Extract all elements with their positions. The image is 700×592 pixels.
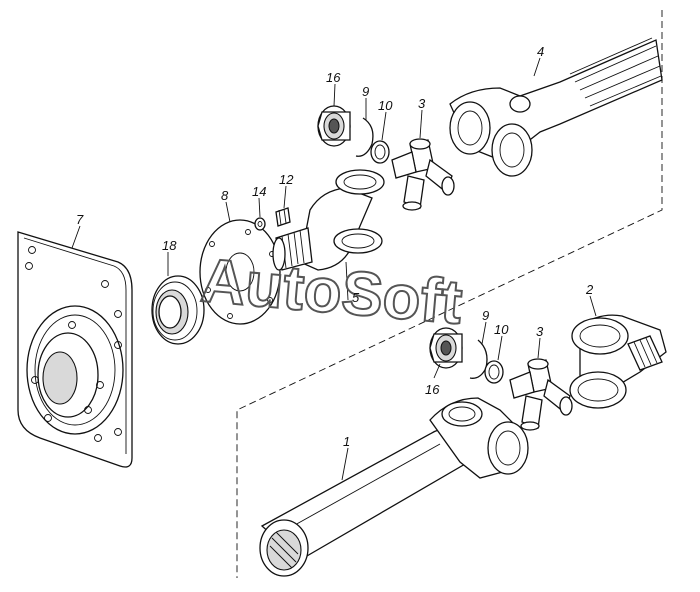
callout-16-lower: 16 bbox=[425, 382, 440, 397]
callout-18: 18 bbox=[162, 238, 177, 253]
callout-10-upper: 10 bbox=[378, 98, 393, 113]
part-2-flange-yoke bbox=[569, 314, 667, 409]
part-16-needle-bearing-lower bbox=[429, 327, 463, 369]
callout-7: 7 bbox=[76, 212, 84, 227]
part-9-snap-ring-upper bbox=[355, 117, 374, 157]
callout-5: 5 bbox=[352, 290, 360, 305]
part-4-splined-yoke bbox=[449, 37, 663, 177]
part-10-seal-ring-lower bbox=[484, 360, 504, 384]
part-12-bolt bbox=[275, 207, 291, 227]
callout-10-lower: 10 bbox=[494, 322, 509, 337]
callout-4: 4 bbox=[537, 44, 544, 59]
part-7-flange-plate bbox=[17, 231, 133, 468]
callout-9-upper: 9 bbox=[362, 84, 369, 99]
callout-3-lower: 3 bbox=[536, 324, 544, 339]
callout-12: 12 bbox=[279, 172, 294, 187]
part-16-needle-bearing-upper bbox=[317, 105, 351, 147]
part-1-tube-shaft bbox=[259, 397, 529, 577]
callout-9-lower: 9 bbox=[482, 308, 489, 323]
part-10-seal-ring-upper bbox=[370, 140, 390, 164]
callout-1: 1 bbox=[343, 434, 350, 449]
part-18-bearing bbox=[151, 275, 205, 345]
callout-2: 2 bbox=[585, 282, 594, 297]
callout-3-upper: 3 bbox=[418, 96, 426, 111]
callout-8: 8 bbox=[221, 188, 229, 203]
callout-16-upper: 16 bbox=[326, 70, 341, 85]
callout-14: 14 bbox=[252, 184, 266, 199]
part-3-cross-upper bbox=[391, 138, 455, 211]
leader-lines bbox=[71, 57, 597, 481]
dashed-boundary-frame bbox=[236, 10, 663, 578]
callout-labels: 7 18 8 14 12 16 9 10 3 4 2 5 9 10 3 16 1 bbox=[76, 44, 594, 449]
part-14-washer bbox=[254, 217, 266, 231]
part-3-cross-lower bbox=[509, 358, 573, 431]
part-5-flange-yoke bbox=[272, 169, 385, 271]
